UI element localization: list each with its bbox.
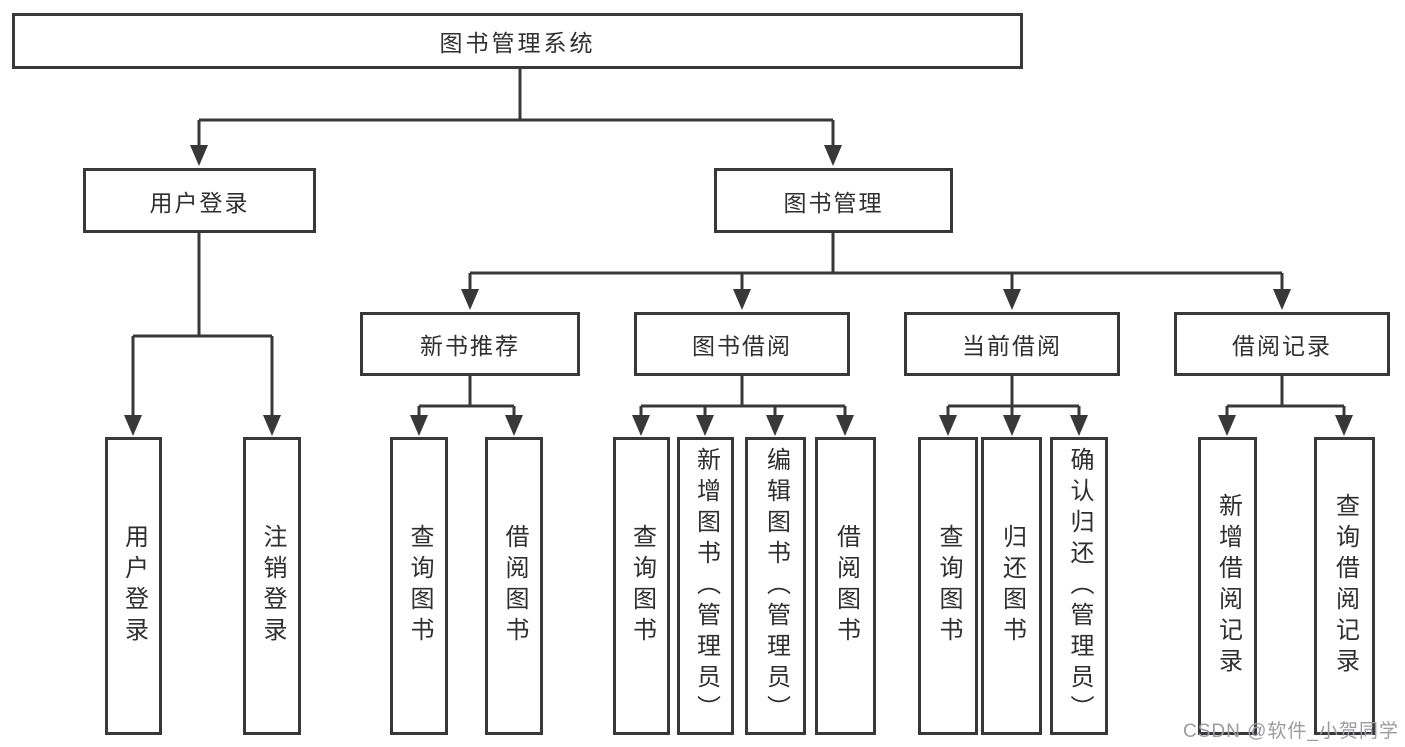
leaf-query-book-recommend: 查询图书 [390,437,448,735]
leaf-query-book-current: 查询图书 [918,437,978,735]
arrowheads [124,145,1353,436]
node-new-book-recommend-label: 新书推荐 [420,333,520,359]
leaf-return-book: 归还图书 [981,437,1042,735]
leaf-borrow-book-label: 借阅图书 [832,524,860,648]
csdn-watermark: CSDN @软件_小贺同学 [1183,721,1399,742]
node-current-borrow-label: 当前借阅 [962,333,1062,359]
leaf-add-borrow-record: 新增借阅记录 [1198,437,1257,735]
node-book-management: 图书管理 [714,168,953,233]
node-current-borrow: 当前借阅 [904,312,1120,376]
node-new-book-recommend: 新书推荐 [360,312,580,376]
node-user-login: 用户登录 [83,168,316,233]
leaf-confirm-return-admin: 确认归还（管理员） [1050,437,1108,735]
leaf-logout-login-label: 注销登录 [259,524,286,648]
leaf-user-login-label: 用户登录 [120,524,148,648]
node-borrow-records: 借阅记录 [1174,312,1390,376]
leaf-borrow-book-recommend-label: 借阅图书 [501,524,528,648]
node-book-management-label: 图书管理 [783,189,884,216]
leaf-query-borrow-record: 查询借阅记录 [1314,437,1375,735]
leaf-return-book-label: 归还图书 [998,524,1026,648]
leaf-query-book-recommend-label: 查询图书 [406,524,433,648]
leaf-query-book-borrow: 查询图书 [613,437,670,735]
tree-edges [131,69,1346,417]
leaf-logout-login: 注销登录 [243,437,301,735]
leaf-user-login: 用户登录 [105,437,162,735]
node-user-login-label: 用户登录 [149,189,250,216]
node-book-borrow: 图书借阅 [634,312,850,376]
leaf-edit-book-admin-label: 编辑图书（管理员） [762,446,790,726]
node-borrow-records-label: 借阅记录 [1232,333,1332,359]
node-root-label: 图书管理系统 [439,30,596,56]
leaf-add-book-admin-label: 新增图书（管理员） [692,446,720,726]
leaf-borrow-book-recommend: 借阅图书 [485,437,543,735]
leaf-confirm-return-admin-label: 确认归还（管理员） [1066,446,1093,726]
node-root: 图书管理系统 [12,13,1023,69]
leaf-borrow-book: 借阅图书 [815,437,876,735]
node-book-borrow-label: 图书借阅 [692,333,792,359]
leaf-query-book-borrow-label: 查询图书 [628,524,656,648]
leaf-query-book-current-label: 查询图书 [935,524,962,648]
leaf-query-borrow-record-label: 查询借阅记录 [1331,493,1359,679]
leaf-add-borrow-record-label: 新增借阅记录 [1214,493,1242,679]
leaf-edit-book-admin: 编辑图书（管理员） [745,437,806,735]
leaf-add-book-admin: 新增图书（管理员） [677,437,734,735]
